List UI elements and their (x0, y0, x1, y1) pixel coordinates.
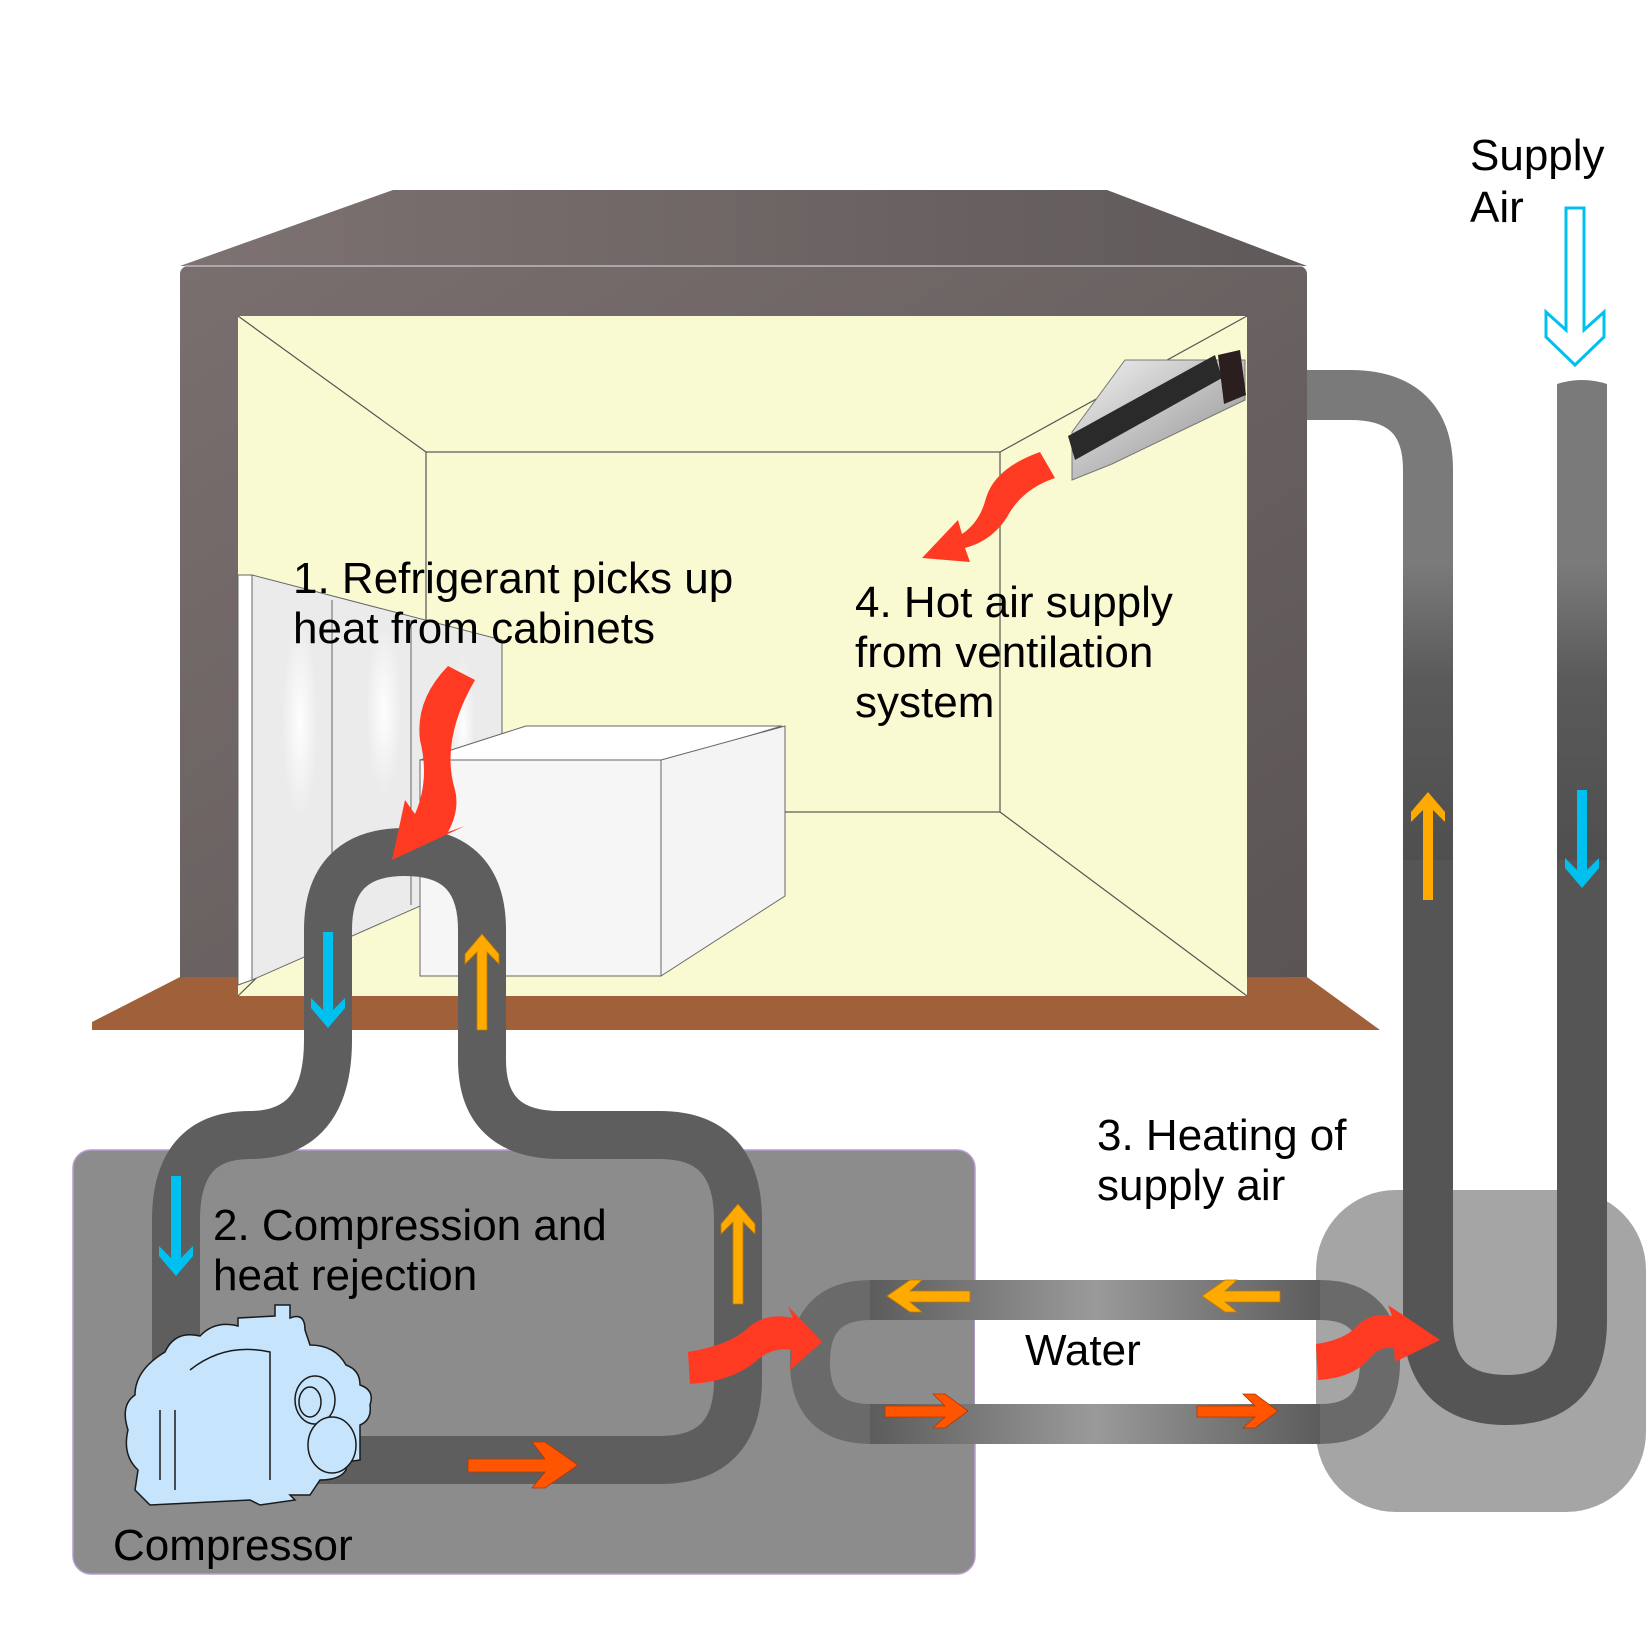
heat-arrow-vent (922, 452, 1055, 562)
step3-label-line1: 3. Heating of (1097, 1111, 1347, 1160)
step4-label-line2: from ventilation (855, 628, 1153, 677)
cabinet-door-glow (366, 625, 402, 795)
step1-label-line2: heat from cabinets (293, 604, 655, 653)
step2-label-line2: heat rejection (213, 1251, 477, 1300)
chest-freezer-side (660, 725, 786, 977)
hot-flow-arrow-right (884, 1393, 969, 1429)
supply-air-coil (1403, 390, 1607, 1426)
heat-arrow-air-coil (1316, 1305, 1440, 1380)
vent-end-cap (1218, 350, 1246, 404)
hot-flow-arrow-right (467, 1441, 579, 1489)
warm-flow-arrow-up (1411, 792, 1445, 900)
labels: 1. Refrigerant picks up heat from cabine… (113, 131, 1605, 1570)
supply-air-inlet-arrow (1544, 206, 1606, 368)
step4-label-line3: system (855, 678, 994, 727)
warm-flow-arrow-left (1201, 1279, 1281, 1313)
warm-flow-arrow-left (886, 1279, 971, 1313)
vent-grille (1068, 355, 1222, 460)
compressor-label: Compressor (113, 1521, 353, 1570)
flow-arrows (159, 790, 1599, 1489)
cabinet-door-glow (282, 622, 318, 822)
step3-label-line2: supply air (1097, 1161, 1285, 1210)
supply-air-label-line1: Supply (1470, 131, 1605, 180)
cold-flow-arrow-down (159, 1176, 193, 1276)
water-label-bg (975, 1320, 1315, 1404)
supply-air-duct (1307, 370, 1453, 1330)
duct-from-building (1307, 370, 1453, 1330)
heat-transfer-arrows (392, 452, 1440, 1384)
water-label: Water (1025, 1326, 1141, 1375)
roof (180, 190, 1307, 266)
warm-flow-arrow-up (464, 933, 500, 1031)
heat-arrow-cabinets (392, 666, 475, 860)
heat-arrow-condenser (688, 1306, 822, 1384)
supply-air-label-line2: Air (1470, 183, 1524, 232)
cold-flow-arrow-down (1565, 790, 1599, 888)
step2-label-line1: 2. Compression and (213, 1201, 607, 1250)
vent-body (1071, 359, 1246, 481)
cold-flow-arrow-down (311, 932, 345, 1028)
compressor-icon (124, 1304, 372, 1506)
step4-label-line1: 4. Hot air supply (855, 578, 1173, 627)
warm-flow-arrow-up (720, 1203, 756, 1305)
ventilation-unit (1068, 350, 1246, 481)
step1-label-line1: 1. Refrigerant picks up (293, 554, 733, 603)
hot-flow-arrow-right (1196, 1393, 1279, 1429)
